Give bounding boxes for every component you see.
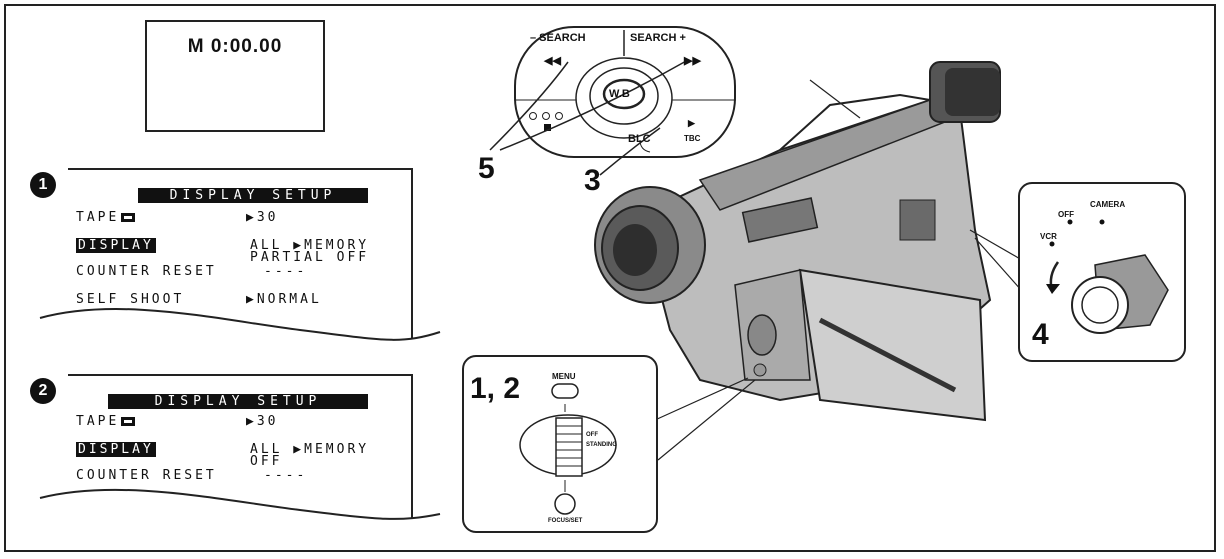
- focus-set-button[interactable]: [555, 494, 575, 514]
- menu-button[interactable]: [552, 384, 578, 398]
- standing-label: STANDING: [586, 442, 617, 448]
- focus-dial-wheel[interactable]: [556, 418, 582, 476]
- focus-set-label: FOCUS/SET: [548, 518, 582, 524]
- off-range-label: OFF: [586, 432, 598, 438]
